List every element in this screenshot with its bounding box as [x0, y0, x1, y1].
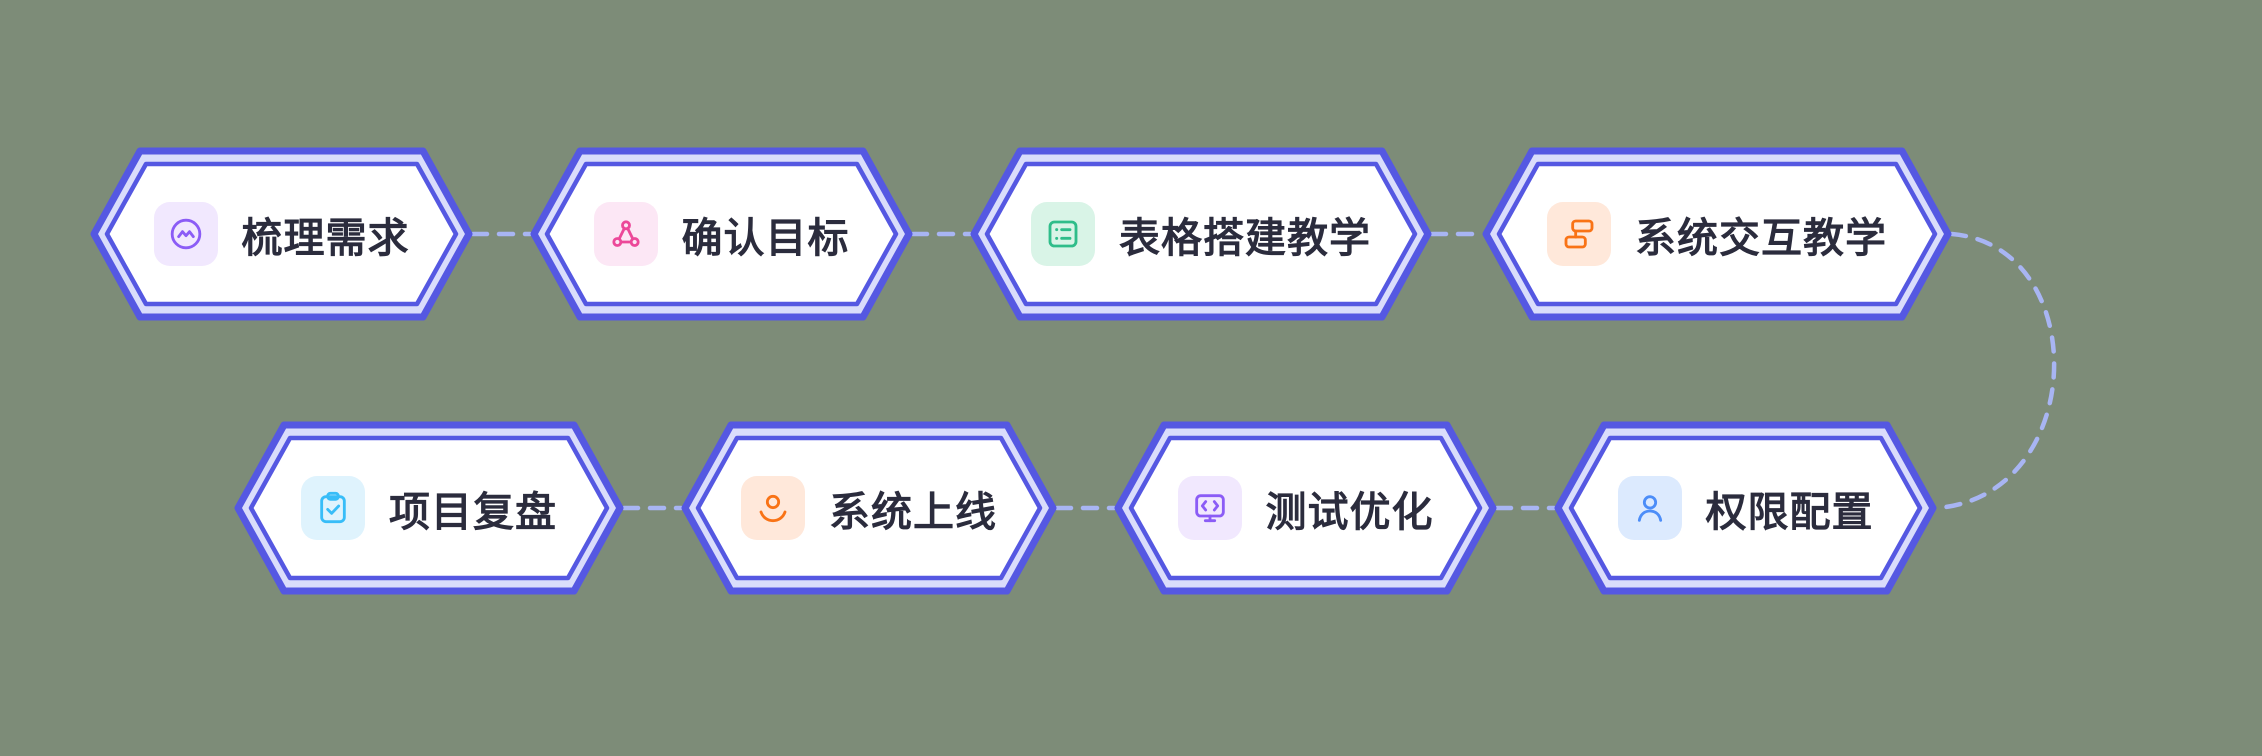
clipboard-check-icon: [301, 476, 365, 540]
flow-node-requirements[interactable]: 梳理需求: [94, 151, 469, 317]
node-label: 权限配置: [1705, 489, 1874, 535]
flow-node-permissions[interactable]: 权限配置: [1558, 425, 1933, 591]
flow-node-goals[interactable]: 确认目标: [534, 151, 909, 317]
node-label: 系统上线: [829, 489, 997, 535]
node-label: 确认目标: [681, 215, 850, 261]
flow-node-table-tutorial[interactable]: 表格搭建教学: [974, 151, 1428, 317]
node-label: 测试优化: [1265, 489, 1434, 535]
flow-node-testing[interactable]: 测试优化: [1118, 425, 1493, 591]
node-label: 表格搭建教学: [1119, 215, 1371, 261]
table-list-icon: [1031, 202, 1095, 266]
user-icon: [1617, 476, 1682, 540]
triangle-network-icon: [593, 202, 658, 266]
flow-node-interaction-tutorial[interactable]: 系统交互教学: [1486, 151, 1948, 317]
code-monitor-icon: [1177, 476, 1242, 540]
node-label: 项目复盘: [389, 489, 557, 535]
node-label: 系统交互教学: [1635, 215, 1887, 261]
flow-node-project-review[interactable]: 项目复盘: [238, 425, 620, 591]
flow-node-launch[interactable]: 系统上线: [685, 425, 1053, 591]
node-label: 梳理需求: [241, 215, 410, 261]
hand-holding-icon: [741, 476, 805, 540]
flow-cards-icon: [1547, 202, 1611, 266]
pulse-circle-icon: [153, 202, 218, 266]
